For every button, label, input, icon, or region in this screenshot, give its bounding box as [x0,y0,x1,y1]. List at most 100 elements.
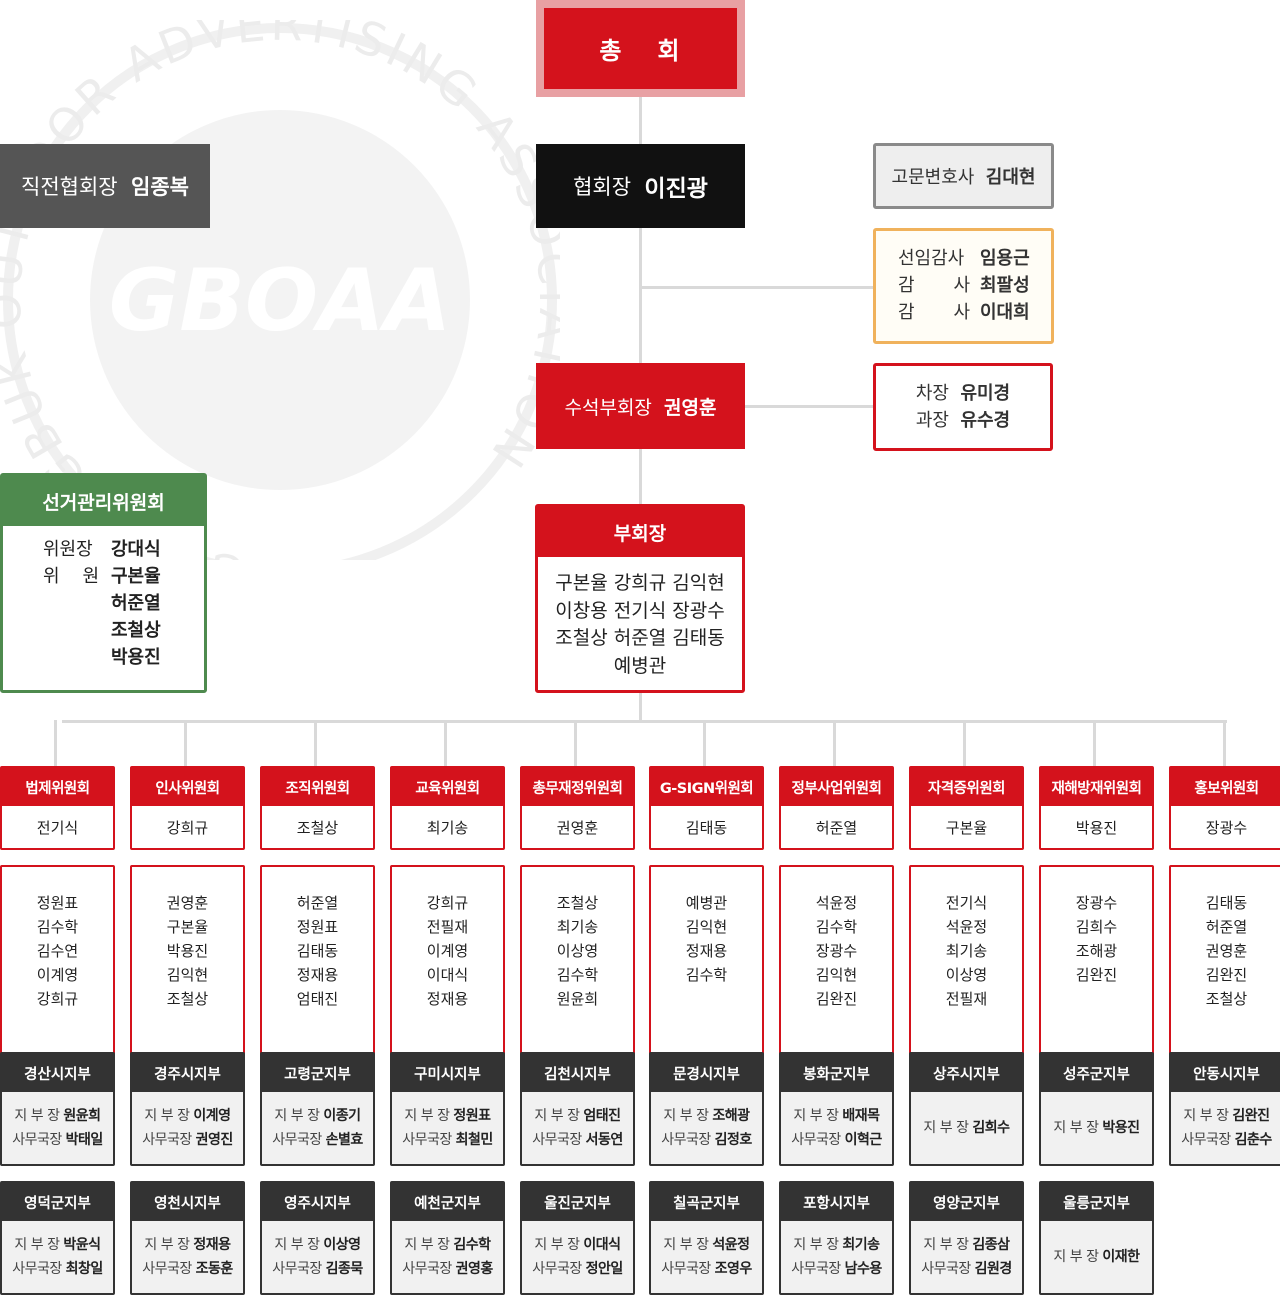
counsel-name: 김대현 [985,167,1036,188]
branch-name: 김천시지부 [522,1054,633,1092]
committee-drop-line [184,720,187,768]
committee-member: 김태동 [296,942,339,960]
branch-secretary-row: 사무국장 이혁근 [791,1128,882,1152]
committee-chair: 전기식 [36,818,79,837]
branch-name: 칠곡군지부 [651,1183,762,1221]
staff-connector [745,405,873,408]
branch-name: 경산시지부 [2,1054,113,1092]
branch-name: 봉화군지부 [781,1054,892,1092]
former-president-title: 직전협회장 [21,175,118,199]
committee-member: 허준열 [1205,918,1248,936]
vice-presidents-box: 부회장 구본율 강희규 김익현 이창용 전기식 장광수 조철상 허준열 김태동 … [535,504,745,693]
election-member-name: 허준열 [111,593,161,614]
branch-name: 안동시지부 [1171,1054,1280,1092]
branch-name: 영주시지부 [262,1183,373,1221]
committee-member: 정재용 [685,942,728,960]
committee-name: 정부사업위원회 [781,768,892,806]
election-member-name: 조철상 [111,620,161,641]
branch-head-title: 지 부 장 [663,1108,709,1124]
committee-chair: 최기송 [426,818,469,837]
branch-secretary-title: 사무국장 [661,1261,711,1277]
branch-name: 문경시지부 [651,1054,762,1092]
committee-member: 김수학 [556,966,599,984]
branch-secretary-name: 박태일 [65,1132,104,1148]
branch-head-row: 지 부 장 김종삼 [923,1233,1010,1257]
committee-member: 구본율 [166,918,209,936]
branch-secretary-title: 사무국장 [272,1132,322,1148]
committee-member: 전필재 [945,990,988,1008]
counsel-title: 고문변호사 [891,167,975,188]
committee-member: 장광수 [1075,894,1118,912]
branch-head-row: 지 부 장 엄태진 [534,1104,621,1128]
staff-title: 차장 [915,383,949,404]
branch-body: 지 부 장 김희수 [911,1092,1022,1164]
committee-member: 김희수 [1075,918,1118,936]
branch-head-row: 지 부 장 박윤식 [14,1233,101,1257]
committee-member: 김익현 [815,966,858,984]
vice-presidents-line: 구본율 강희규 김익현 [555,572,725,594]
branch-head-title: 지 부 장 [923,1237,969,1253]
branch-head-row: 지 부 장 배재목 [793,1104,880,1128]
staff-title: 과장 [915,410,949,431]
branch-secretary-name: 최철민 [455,1132,494,1148]
committee-drop-line [574,720,577,768]
branch-head-name: 김희수 [972,1120,1010,1136]
election-chair-name: 강대식 [111,539,161,560]
committee-name: 재해방재위원회 [1041,768,1152,806]
staff-row: 차장 유미경 [916,380,1010,407]
branch-head-row: 지 부 장 석윤정 [663,1233,750,1257]
committee-drop-line [1093,720,1096,768]
committee-member: 이계영 [426,942,469,960]
branch-secretary-row: 사무국장 김종묵 [272,1257,363,1281]
election-member-row: 허준열 [3,590,204,617]
branch-secretary-name: 김원경 [974,1261,1013,1277]
committee-member: 김완진 [1205,966,1248,984]
committee-member: 원윤희 [556,990,599,1008]
committee-member: 강희규 [36,990,79,1008]
committee-member: 조철상 [166,990,209,1008]
branch-secretary-name: 최창일 [65,1261,104,1277]
committee-member: 김수연 [36,942,79,960]
branch-secretary-row: 사무국장 박태일 [12,1128,103,1152]
committee-member: 김완진 [815,990,858,1008]
branch-head-title: 지 부 장 [14,1237,60,1253]
auditor-connector [641,286,873,289]
branch-head-title: 지 부 장 [144,1237,190,1253]
committee-member: 정원표 [296,918,339,936]
branch-secretary-row: 사무국장 손별효 [272,1128,363,1152]
committee-member: 정재용 [426,990,469,1008]
branch-head-name: 조해광 [712,1108,750,1124]
committee-member: 김수학 [685,966,728,984]
association-watermark: GBOAA GYEONGBUK OUTDOOR ADVERTISING ASSO… [0,20,560,560]
member-title-char-2: 원 [82,566,99,587]
committee-member: 김태동 [1205,894,1248,912]
branch-head-name: 배재목 [842,1108,880,1124]
branch-secretary-row: 사무국장 정안일 [532,1257,623,1281]
branch-secretary-name: 권영진 [195,1132,234,1148]
former-president-name: 임종복 [131,175,189,199]
branch-head-title: 지 부 장 [274,1108,320,1124]
branch-head-row: 지 부 장 김완진 [1183,1104,1270,1128]
branch-name: 영양군지부 [911,1183,1022,1221]
